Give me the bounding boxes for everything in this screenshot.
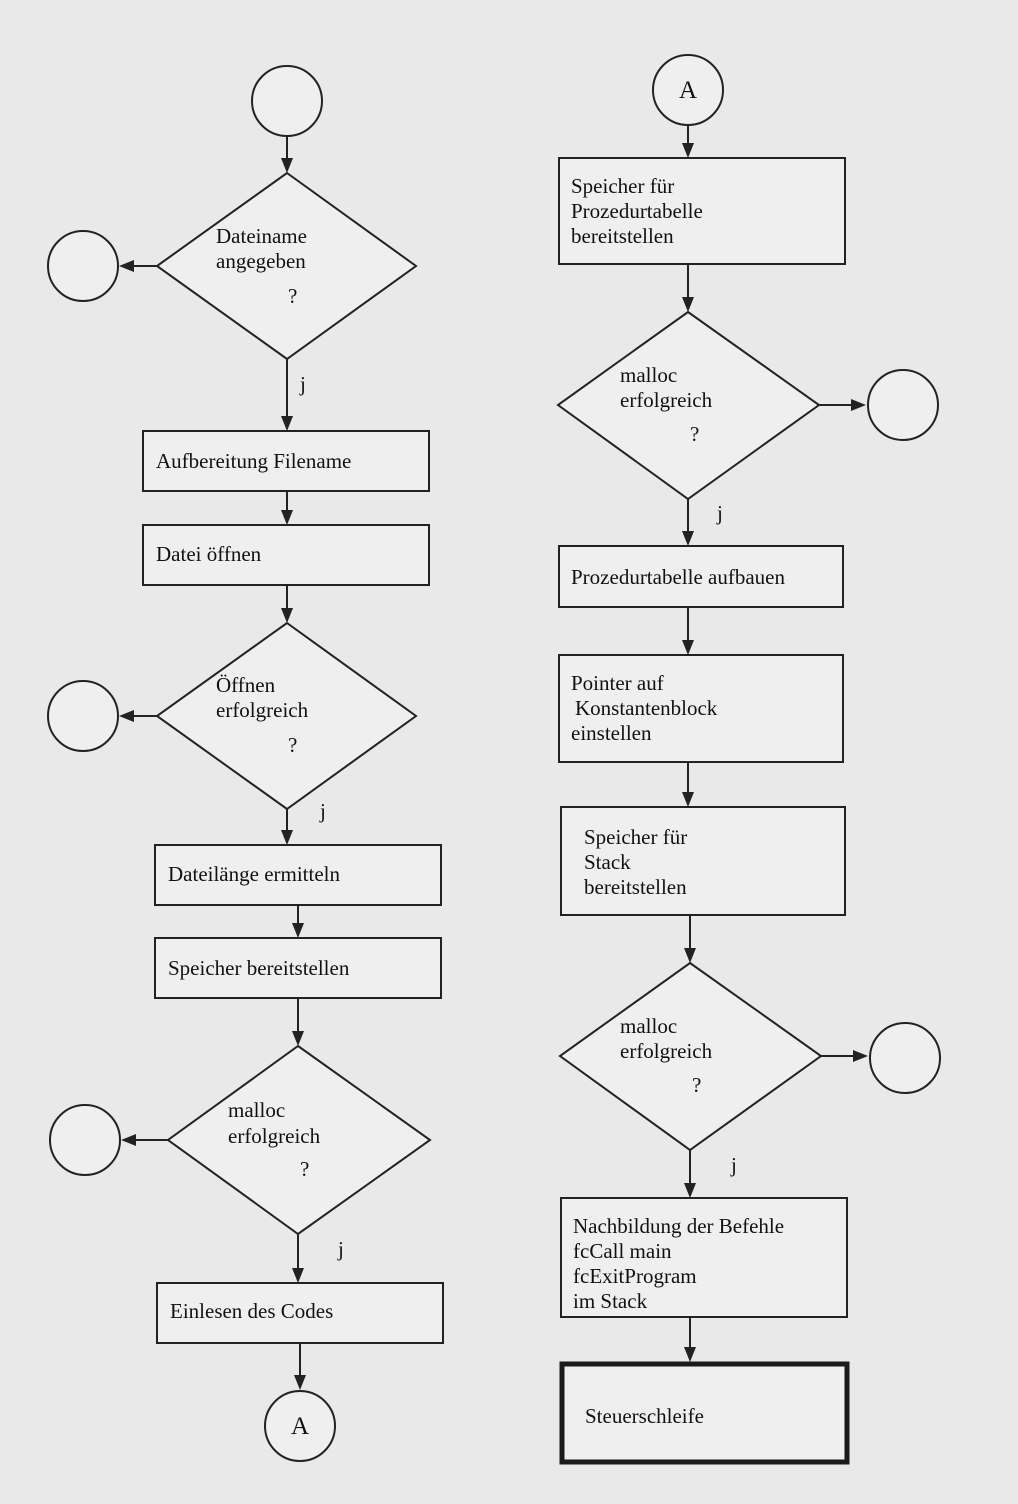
decision-open-successful-line2: erfolgreich <box>216 698 309 722</box>
process-emulate-commands-line1: Nachbildung der Befehle <box>573 1214 784 1238</box>
process-alloc-proc-table-line3: bereitstellen <box>571 224 674 248</box>
process-alloc-stack-line3: bereitstellen <box>584 875 687 899</box>
branch-yes-label: j <box>319 799 326 823</box>
process-open-file-text: Datei öffnen <box>156 542 262 566</box>
decision-question-mark: ? <box>300 1157 309 1181</box>
exit-connector <box>47 230 119 302</box>
process-alloc-stack-line1: Speicher für <box>584 825 687 849</box>
process-set-const-pointer-line3: einstellen <box>571 721 652 745</box>
process-set-const-pointer <box>558 654 844 763</box>
branch-yes-label: j <box>716 501 723 525</box>
branch-yes-label: j <box>730 1153 737 1177</box>
decision-malloc-successful-proc-table-line1: malloc <box>620 363 677 387</box>
decision-malloc-successful-proc-table-line2: erfolgreich <box>620 388 713 412</box>
exit-connector <box>49 1104 121 1176</box>
start-connector <box>251 65 323 137</box>
decision-open-successful-line1: Öffnen <box>216 673 276 697</box>
process-set-const-pointer-line1: Pointer auf <box>571 671 664 695</box>
process-prepare-filename <box>142 430 430 492</box>
decision-question-mark: ? <box>288 733 297 757</box>
decision-malloc-successful-stack-line1: malloc <box>620 1014 677 1038</box>
process-build-proc-table <box>558 545 844 608</box>
process-alloc-proc-table <box>558 157 846 265</box>
process-emulate-commands-line3: fcExitProgram <box>573 1264 697 1288</box>
process-file-length-text: Dateilänge ermitteln <box>168 862 341 886</box>
branch-yes-label: j <box>337 1237 344 1261</box>
process-build-proc-table-text: Prozedurtabelle aufbauen <box>571 565 785 589</box>
process-open-file <box>142 524 430 586</box>
decision-question-mark: ? <box>690 422 699 446</box>
process-set-const-pointer-line2: Konstantenblock <box>575 696 718 720</box>
decision-filename-given-line2: angegeben <box>216 249 306 273</box>
connector-a-out <box>264 1390 336 1462</box>
process-alloc-stack <box>560 806 846 916</box>
process-alloc-memory-text: Speicher bereitstellen <box>168 956 350 980</box>
process-read-code <box>156 1282 444 1344</box>
process-alloc-memory <box>154 937 442 999</box>
process-alloc-proc-table-line1: Speicher für <box>571 174 674 198</box>
decision-question-mark: ? <box>288 284 297 308</box>
decision-filename-given-line1: Dateiname <box>216 224 307 248</box>
decision-malloc-successful-line1: malloc <box>228 1098 285 1122</box>
process-emulate-commands-line4: im Stack <box>573 1289 648 1313</box>
branch-yes-label: j <box>299 372 306 396</box>
connector-a-out-label: A <box>291 1413 309 1440</box>
decision-malloc-successful-line2: erfolgreich <box>228 1124 321 1148</box>
terminal-control-loop <box>559 1361 850 1465</box>
connector-a-in-label: A <box>679 77 697 104</box>
exit-connector <box>47 680 119 752</box>
process-read-code-text: Einlesen des Codes <box>170 1299 333 1323</box>
exit-connector <box>869 1022 941 1094</box>
process-file-length <box>154 844 442 906</box>
process-alloc-proc-table-line2: Prozedurtabelle <box>571 199 703 223</box>
process-emulate-commands <box>560 1197 848 1318</box>
process-prepare-filename-text: Aufbereitung Filename <box>156 449 351 473</box>
exit-connector <box>867 369 939 441</box>
decision-malloc-successful-stack-line2: erfolgreich <box>620 1039 713 1063</box>
decision-question-mark: ? <box>692 1073 701 1097</box>
process-emulate-commands-line2: fcCall main <box>573 1239 672 1263</box>
terminal-control-loop-text: Steuerschleife <box>585 1404 704 1428</box>
process-alloc-stack-line2: Stack <box>584 850 631 874</box>
